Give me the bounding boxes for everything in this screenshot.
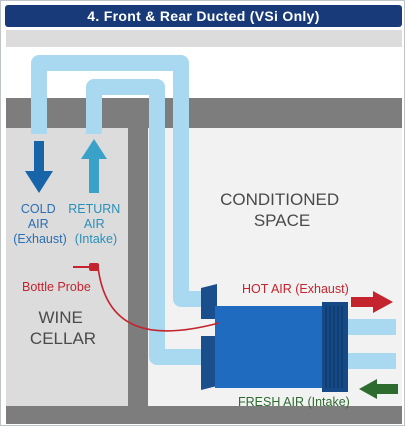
wine-cellar-label: WINE CELLAR bbox=[30, 308, 96, 348]
hot-air-arrow-icon bbox=[351, 291, 393, 313]
return-air-duct bbox=[86, 79, 216, 365]
bottle-probe-label: Bottle Probe bbox=[22, 280, 91, 294]
cold-air-arrow-icon bbox=[25, 141, 53, 193]
cooling-unit-body bbox=[215, 306, 325, 388]
hot-air-duct-stub bbox=[346, 319, 396, 335]
wine-cellar-room bbox=[6, 128, 128, 406]
return-air-label: RETURN AIR (Intake) bbox=[68, 202, 124, 246]
diagram-title: 4. Front & Rear Ducted (VSi Only) bbox=[5, 5, 402, 27]
partition-wall bbox=[128, 128, 148, 406]
unit-front-flange-top bbox=[201, 284, 217, 319]
fresh-air-arrow-icon bbox=[359, 379, 398, 399]
cold-air-duct bbox=[31, 55, 216, 307]
fresh-air-label: FRESH AIR (Intake) bbox=[238, 395, 350, 409]
floor-wall bbox=[6, 406, 402, 424]
fresh-air-duct-stub bbox=[346, 353, 396, 369]
ceiling-band bbox=[6, 30, 402, 47]
conditioned-space-label: CONDITIONED SPACE bbox=[220, 190, 344, 230]
bottle-probe-icon bbox=[73, 263, 220, 332]
hot-air-label: HOT AIR (Exhaust) bbox=[242, 282, 349, 296]
unit-front-flange-bottom bbox=[201, 336, 217, 390]
return-air-arrow-icon bbox=[81, 139, 107, 193]
cold-air-label: COLD AIR (Exhaust) bbox=[13, 202, 67, 246]
ceiling-wall bbox=[6, 98, 402, 128]
